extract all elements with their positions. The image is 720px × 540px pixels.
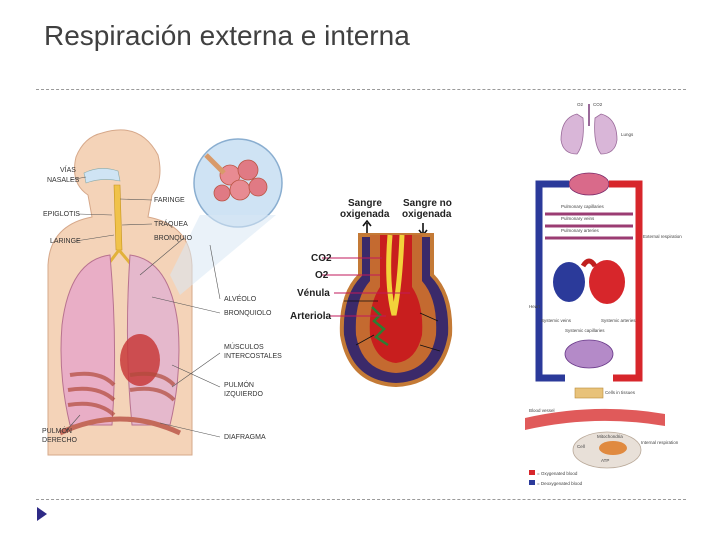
legend-deoxygenated: = Deoxygenated blood xyxy=(537,481,583,486)
leader-lines xyxy=(65,176,221,438)
legend-deoxygenated-swatch xyxy=(529,480,535,485)
right-lung xyxy=(60,254,116,426)
mitochondria xyxy=(599,441,627,455)
label-blood-vessel: Blood vessel xyxy=(529,408,555,413)
respiratory-system-diagram: VÍAS NASALES EPIGLOTIS LARINGE FARINGE T… xyxy=(42,129,283,456)
label-arteriola: Arteriola xyxy=(290,311,332,322)
diaphragm xyxy=(58,416,182,436)
intercostal-muscles xyxy=(67,371,176,417)
label-alveolo: ALVÉOLO xyxy=(224,294,257,303)
inset-connector xyxy=(170,215,276,295)
deoxygenated-loop xyxy=(535,180,569,382)
label-pulmonary-capillaries: Pulmonary capillaries xyxy=(561,204,605,209)
slide-title: Respiración externa e interna xyxy=(44,20,410,51)
label-vias-nasales-1: VÍAS xyxy=(60,165,76,174)
label-cells-in-tissues: Cells in tissues xyxy=(605,390,636,395)
label-pulmon-der-2: DERECHO xyxy=(42,437,78,444)
label-atp: ATP xyxy=(601,458,609,463)
label-pulmonary-arteries: Pulmonary arteries xyxy=(561,228,600,233)
yellow-vessel xyxy=(386,234,405,316)
alveoli-cluster xyxy=(204,153,268,202)
label-pulmon-izq-1: PULMÓN xyxy=(224,380,254,389)
label-systemic-capillaries: Systemic capillaries xyxy=(565,328,605,333)
label-internal-respiration: Internal respiration xyxy=(641,440,679,445)
label-sangre-oxigenada-2: oxigenada xyxy=(340,209,390,220)
label-co2: CO2 xyxy=(311,253,332,264)
label-bronquio: BRONQUIO xyxy=(154,235,193,242)
label-traquea: TRÁQUEA xyxy=(154,219,188,228)
label-lungs: Lungs xyxy=(621,132,634,137)
label-vias-nasales-2: NASALES xyxy=(47,177,80,184)
heart xyxy=(120,334,160,386)
label-epiglotis: EPIGLOTIS xyxy=(43,211,80,218)
heart xyxy=(553,258,625,304)
bottom-divider xyxy=(36,499,686,500)
label-sangre-no-oxigenada-2: oxigenada xyxy=(402,209,452,220)
label-musculos-2: INTERCOSTALES xyxy=(224,353,282,360)
label-leaders xyxy=(322,257,410,317)
oxygenated-flow-arrow-icon xyxy=(362,219,372,233)
label-faringe: FARINGE xyxy=(154,197,185,204)
label-pulmon-izq-2: IZQUIERDO xyxy=(224,391,263,398)
label-co2: CO2 xyxy=(593,102,603,107)
label-systemic-arteries: Systemic arteries xyxy=(601,318,636,323)
label-systemic-veins: Systemic veins xyxy=(541,318,572,323)
label-o2: O2 xyxy=(577,102,584,107)
label-venula: Vénula xyxy=(297,288,330,299)
label-sangre-no-oxigenada-1: Sangre no xyxy=(403,198,452,209)
label-musculos-1: MÚSCULOS xyxy=(224,342,264,351)
top-divider xyxy=(36,89,686,90)
nasal-cavity xyxy=(83,168,121,184)
capillary-exchange-diagram: Sangre oxigenada Sangre no oxigenada CO2… xyxy=(290,198,453,388)
label-laringe: LARINGE xyxy=(50,238,81,245)
pulmonary-vessels xyxy=(545,212,633,240)
legend-oxygenated: = Oxygenated blood xyxy=(537,471,578,476)
systemic-capillaries xyxy=(564,339,614,369)
label-pulmonary-veins: Pulmonary veins xyxy=(561,216,595,221)
label-diafragma: DIAFRAGMA xyxy=(224,434,266,441)
alveolar-walls xyxy=(371,306,389,347)
label-sangre-oxigenada-1: Sangre xyxy=(348,198,382,209)
label-o2: O2 xyxy=(315,270,329,281)
label-external-respiration: External respiration xyxy=(643,234,682,239)
blood-vessel xyxy=(525,408,665,430)
legend-oxygenated-swatch xyxy=(529,470,535,475)
cells-in-tissues xyxy=(574,387,604,399)
label-pulmon-der-1: PULMÓN xyxy=(42,426,72,435)
label-heart: Heart xyxy=(529,304,541,309)
label-mitochondria: Mitochondria xyxy=(597,434,623,439)
pulmonary-capillaries xyxy=(568,172,610,196)
label-bronquiolo: BRONQUIOLO xyxy=(224,310,272,317)
oxygenated-loop xyxy=(609,180,643,382)
circulation-respiration-diagram: Lungs Pulmonary capillaries Pulmonary ve… xyxy=(525,96,682,492)
trachea xyxy=(113,184,123,251)
bullet-arrow-icon xyxy=(37,507,47,521)
gas-exchange-arrows xyxy=(344,300,441,352)
label-cell: Cell xyxy=(577,444,585,449)
lungs xyxy=(560,113,618,155)
